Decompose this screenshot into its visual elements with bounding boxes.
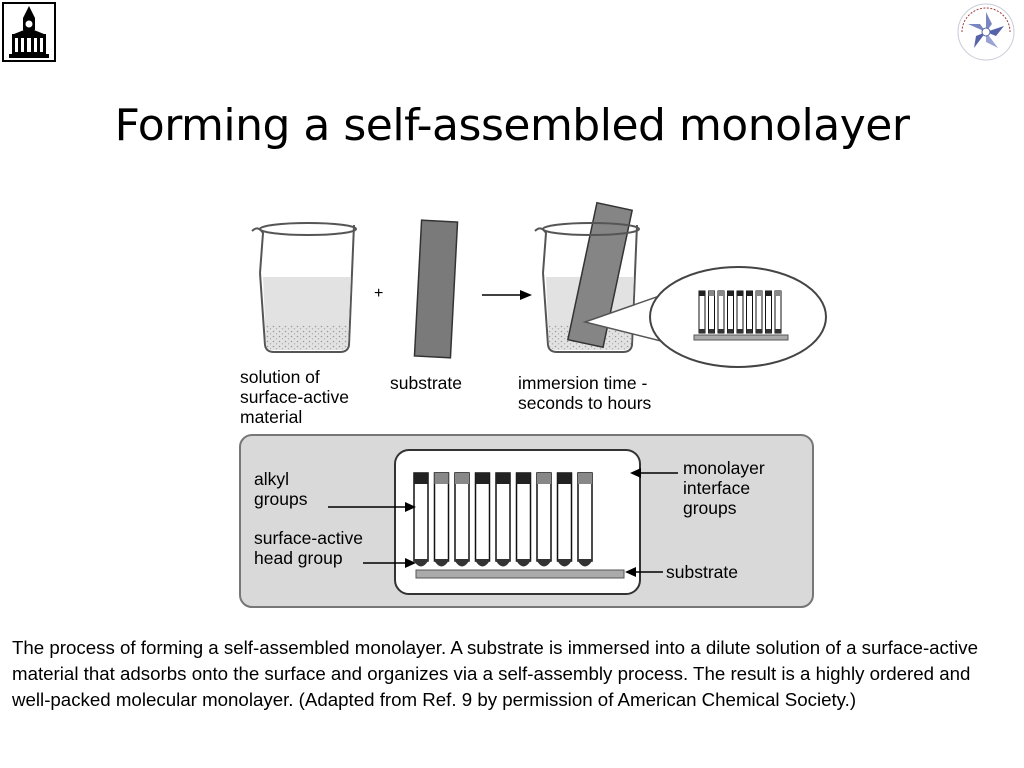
label-alkyl-groups: alkyl groups — [254, 469, 308, 509]
mini-molecule — [755, 290, 763, 334]
alkyl-chain — [454, 472, 470, 562]
mini-molecule — [736, 290, 744, 334]
label-detail-substrate: substrate — [666, 562, 738, 582]
alkyl-chain — [515, 472, 532, 562]
mini-top — [765, 291, 772, 296]
mini-top — [699, 291, 705, 296]
mini-molecule — [765, 290, 772, 334]
detail-substrate-bar — [415, 569, 625, 579]
molecule — [454, 472, 470, 567]
interface-group — [475, 473, 490, 484]
mini-head — [765, 329, 772, 333]
mini-top — [756, 291, 762, 296]
mini-chain — [708, 290, 715, 334]
molecule — [433, 472, 450, 567]
mini-head — [737, 329, 743, 333]
head-group — [537, 559, 551, 567]
interface-group — [496, 473, 510, 484]
mini-chain — [755, 290, 763, 334]
callout-monolayer — [693, 290, 789, 341]
mini-substrate-bar — [693, 334, 789, 341]
molecule — [556, 472, 573, 567]
head-group — [455, 559, 469, 567]
beaker-solution — [251, 222, 357, 353]
mini-chain — [698, 290, 706, 334]
head-group — [475, 559, 490, 567]
alkyl-chain — [556, 472, 573, 562]
mini-chain — [727, 290, 734, 334]
alkyl-chain — [413, 472, 429, 562]
mini-chain — [774, 290, 782, 334]
label-solution: solution of surface-active material — [240, 367, 349, 427]
mini-molecule — [708, 290, 715, 334]
alkyl-chain — [536, 472, 552, 562]
interface-group — [434, 473, 449, 484]
label-interface-groups: monolayer interface groups — [683, 458, 765, 518]
detail-monolayer — [413, 472, 625, 579]
diagram-graphics — [239, 201, 827, 608]
mini-top — [727, 291, 734, 296]
head-group — [414, 559, 428, 567]
mini-head — [727, 329, 734, 333]
head-group — [578, 559, 592, 567]
alkyl-chain — [474, 472, 491, 562]
mini-head — [699, 329, 705, 333]
mini-molecule — [746, 290, 753, 334]
mini-top — [737, 291, 743, 296]
mini-chain — [746, 290, 753, 334]
alkyl-chain — [495, 472, 511, 562]
mini-head — [746, 329, 753, 333]
molecule — [495, 472, 511, 567]
detail-arrows — [328, 468, 678, 577]
head-group — [496, 559, 510, 567]
alkyl-chain — [577, 472, 593, 562]
plus-sign: + — [374, 285, 384, 302]
molecule — [474, 472, 491, 567]
mini-chain — [717, 290, 725, 334]
mini-top — [775, 291, 781, 296]
arrow-immersion — [482, 290, 532, 300]
substrate-slide — [413, 219, 459, 359]
label-substrate: substrate — [390, 373, 462, 393]
slide-title: Forming a self-assembled monolayer — [114, 100, 910, 151]
friction-studies-logo — [957, 3, 1015, 61]
interface-group — [578, 473, 592, 484]
molecule — [536, 472, 552, 567]
mini-chain — [736, 290, 744, 334]
interface-group — [414, 473, 428, 484]
mini-top — [746, 291, 753, 296]
interface-group — [516, 473, 531, 484]
molecule — [515, 472, 532, 567]
alkyl-chain — [433, 472, 450, 562]
mini-head — [756, 329, 762, 333]
interface-group — [537, 473, 551, 484]
mini-top — [718, 291, 724, 296]
label-immersion: immersion time - seconds to hours — [518, 373, 652, 413]
mini-molecule — [717, 290, 725, 334]
label-head-group: surface-active head group — [254, 528, 363, 568]
head-group — [434, 559, 449, 567]
mini-molecule — [774, 290, 782, 334]
mini-top — [708, 291, 715, 296]
mini-head — [718, 329, 724, 333]
molecule — [413, 472, 429, 567]
interface-group — [455, 473, 469, 484]
university-building-logo — [2, 2, 56, 62]
mini-molecule — [698, 290, 706, 334]
interface-group — [557, 473, 572, 484]
mini-head — [708, 329, 715, 333]
head-group — [557, 559, 572, 567]
molecule — [577, 472, 593, 567]
figure-caption: The process of forming a self-assembled … — [12, 637, 978, 710]
mini-chain — [765, 290, 772, 334]
head-group — [516, 559, 531, 567]
sam-formation-diagram: + solution of surface-active material su… — [230, 195, 830, 615]
mini-head — [775, 329, 781, 333]
mini-molecule — [727, 290, 734, 334]
beaker-immersion — [534, 201, 640, 353]
